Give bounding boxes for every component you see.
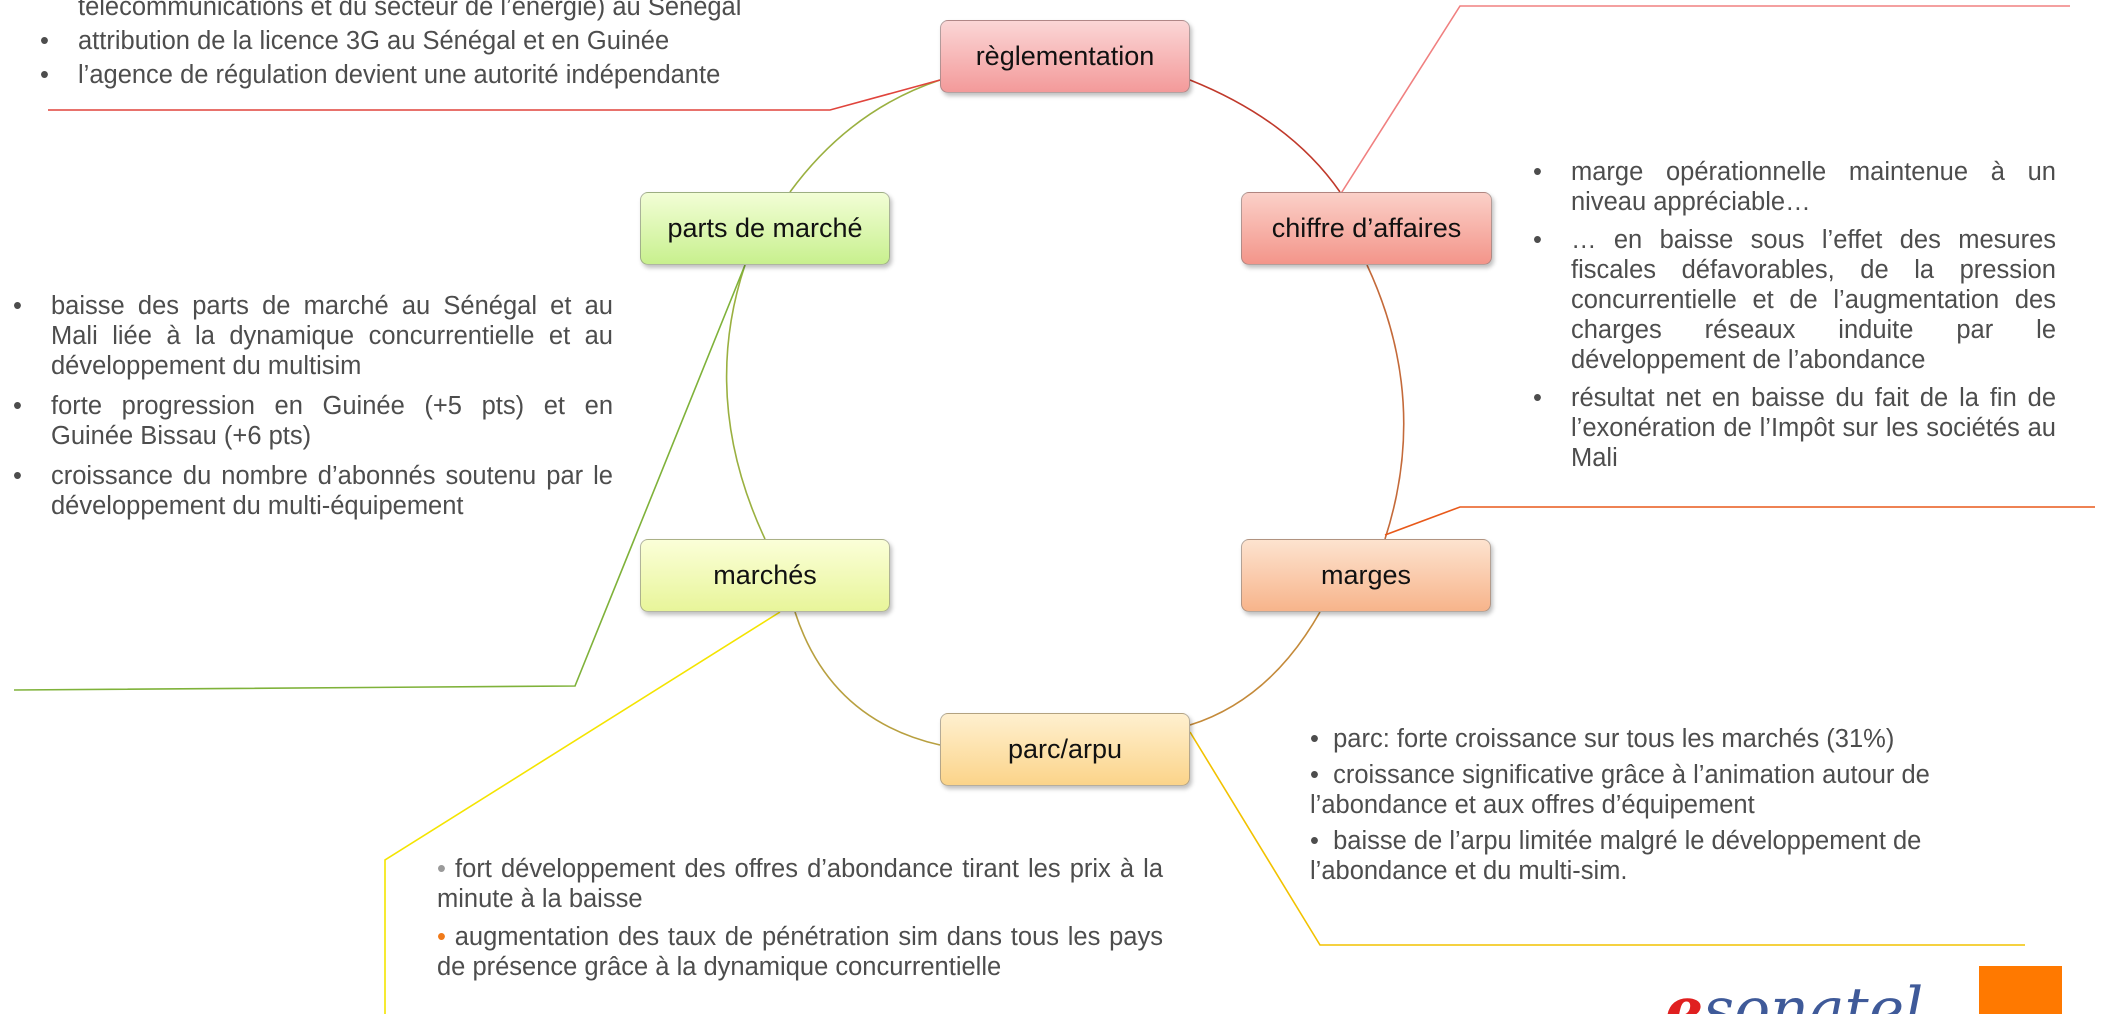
list-item: • résultat net en baisse du fait de la fi… — [1533, 383, 2056, 473]
node-parts-de-marche: parts de marché — [640, 192, 890, 265]
bullet: • — [1533, 226, 1542, 254]
bullet: • — [40, 61, 49, 89]
note-text: augmentation des taux de pénétration sim… — [437, 923, 1163, 981]
node-marges: marges — [1241, 539, 1491, 612]
list-item: • parc: forte croissance sur tous les ma… — [1310, 724, 2010, 754]
bullet: • — [1310, 827, 1319, 855]
bullet: • — [13, 392, 22, 420]
list-item: • croissance du nombre d’abonnés soutenu … — [13, 461, 613, 521]
bullet: • — [1310, 761, 1319, 789]
callout-parts — [13, 264, 746, 691]
note-text: … en baisse sous l’effet des mesures fis… — [1571, 226, 2056, 374]
note-text: résultat net en baisse du fait de la fin… — [1571, 384, 2056, 472]
node-chiffre-affaires: chiffre d’affaires — [1241, 192, 1492, 265]
arc-regl-ca — [1189, 79, 1341, 193]
callout-chiffre — [1339, 5, 2070, 196]
list-item: télécommunications et du secteur de l’én… — [40, 0, 860, 22]
bullet: • — [1310, 725, 1319, 753]
note-text: forte progression en Guinée (+5 pts) et … — [51, 392, 613, 450]
bullet: • — [13, 292, 22, 320]
node-reglementation: règlementation — [940, 20, 1190, 93]
list-item: • … en baisse sous l’effet des mesures fi… — [1533, 225, 2056, 375]
note-text: croissance du nombre d’abonnés soutenu p… — [51, 462, 613, 520]
orange-brand-square — [1979, 966, 2062, 1014]
chiffre-affaires-notes: • marge opérationnelle maintenue à un niv… — [1533, 157, 2056, 481]
node-parc-arpu: parc/arpu — [940, 713, 1190, 786]
note-text: baisse de l’arpu limitée malgré le dével… — [1310, 827, 1922, 885]
note-text: croissance significative grâce à l’anima… — [1310, 761, 1930, 819]
list-item: • forte progression en Guinée (+5 pts) et… — [13, 391, 613, 451]
note-text: marge opérationnelle maintenue à un nive… — [1571, 158, 2056, 216]
arc-marches-parts — [725, 264, 766, 540]
callout-marges — [1384, 506, 2095, 536]
arc-marges-parc — [1189, 611, 1321, 726]
sonatel-logo: esonatel — [1665, 975, 1923, 1014]
list-item: • baisse des parts de marché au Sénégal e… — [13, 291, 613, 381]
logo-text: sonatel — [1703, 975, 1924, 1014]
marches-notes: • fort développement des offres d’abonda… — [437, 854, 1163, 990]
list-item: • fort développement des offres d’abonda… — [437, 854, 1163, 914]
note-text: l’agence de régulation devient une autor… — [78, 61, 721, 89]
note-text: attribution de la licence 3G au Sénégal … — [78, 27, 670, 55]
bullet: • — [13, 462, 22, 490]
node-marches: marchés — [640, 539, 890, 612]
arc-parc-marches — [794, 611, 941, 746]
note-text: fort développement des offres d’abondanc… — [437, 855, 1164, 913]
note-text: baisse des parts de marché au Sénégal et… — [51, 292, 613, 380]
bullet: • — [437, 923, 446, 951]
list-item: • augmentation des taux de pénétration s… — [437, 922, 1163, 982]
list-item: • attribution de la licence 3G au Sénégal… — [40, 26, 860, 56]
bullet: • — [1533, 158, 1542, 186]
note-text: télécommunications et du secteur de l’én… — [78, 0, 742, 21]
reglementation-notes: télécommunications et du secteur de l’én… — [40, 0, 860, 94]
list-item: • marge opérationnelle maintenue à un niv… — [1533, 157, 2056, 217]
list-item: • croissance significative grâce à l’ani… — [1310, 760, 2010, 820]
list-item: • baisse de l’arpu limitée malgré le dév… — [1310, 826, 2010, 886]
arc-ca-marges — [1366, 264, 1405, 540]
callout-parc — [1189, 731, 2025, 946]
parts-de-marche-notes: • baisse des parts de marché au Sénégal e… — [13, 291, 613, 531]
bullet: • — [1533, 384, 1542, 412]
callout-marches — [384, 611, 781, 1014]
callout-reglementation — [48, 79, 941, 111]
arc-parts-regl — [789, 79, 941, 193]
logo-initial: e — [1665, 975, 1704, 1014]
parc-arpu-notes: • parc: forte croissance sur tous les ma… — [1310, 724, 2010, 892]
bullet: • — [40, 27, 49, 55]
note-text: parc: forte croissance sur tous les marc… — [1333, 725, 1895, 753]
bullet: • — [437, 855, 446, 883]
list-item: • l’agence de régulation devient une auto… — [40, 60, 860, 90]
